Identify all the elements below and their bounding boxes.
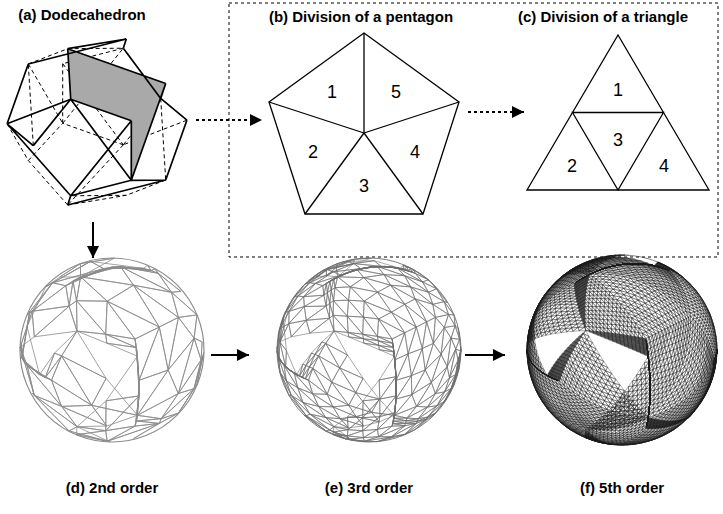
panel-caption: (f) 5th order bbox=[580, 480, 664, 495]
sphere-outline bbox=[527, 255, 717, 445]
panel-caption: (d) 2nd order bbox=[66, 480, 159, 495]
callout-number: 3 bbox=[359, 177, 369, 195]
visible-edges bbox=[7, 39, 187, 205]
mesh-lines bbox=[527, 255, 717, 445]
callout-number: 3 bbox=[613, 131, 623, 149]
callout-number: 2 bbox=[308, 143, 318, 161]
callout-number: 2 bbox=[567, 157, 577, 175]
arrow bbox=[465, 354, 505, 356]
callout-number: 4 bbox=[659, 157, 669, 175]
arrow bbox=[92, 222, 94, 258]
mesh-lines bbox=[277, 258, 461, 442]
panel-caption: (c) Division of a triangle bbox=[518, 9, 688, 24]
dodecahedron bbox=[7, 39, 187, 205]
sphere-mesh bbox=[277, 258, 461, 442]
sphere-outline bbox=[277, 258, 461, 442]
panel-caption: (a) Dodecahedron bbox=[18, 7, 146, 22]
mesh-lines bbox=[20, 258, 204, 442]
callout-number: 1 bbox=[327, 83, 337, 101]
dashed-frame bbox=[229, 3, 718, 257]
sphere-mesh bbox=[20, 258, 204, 442]
dotted-arrow bbox=[468, 111, 524, 113]
panel-caption: (e) 3rd order bbox=[325, 480, 413, 495]
dotted-arrow bbox=[196, 119, 262, 121]
callout-number: 1 bbox=[613, 81, 623, 99]
sphere-outline bbox=[20, 258, 204, 442]
triangle bbox=[527, 35, 709, 190]
callout-number: 5 bbox=[391, 83, 401, 101]
pentagon bbox=[269, 33, 459, 214]
callout-number: 4 bbox=[410, 143, 420, 161]
arrow bbox=[211, 354, 249, 356]
sphere-mesh bbox=[527, 255, 717, 445]
panel-caption: (b) Division of a pentagon bbox=[269, 9, 453, 24]
